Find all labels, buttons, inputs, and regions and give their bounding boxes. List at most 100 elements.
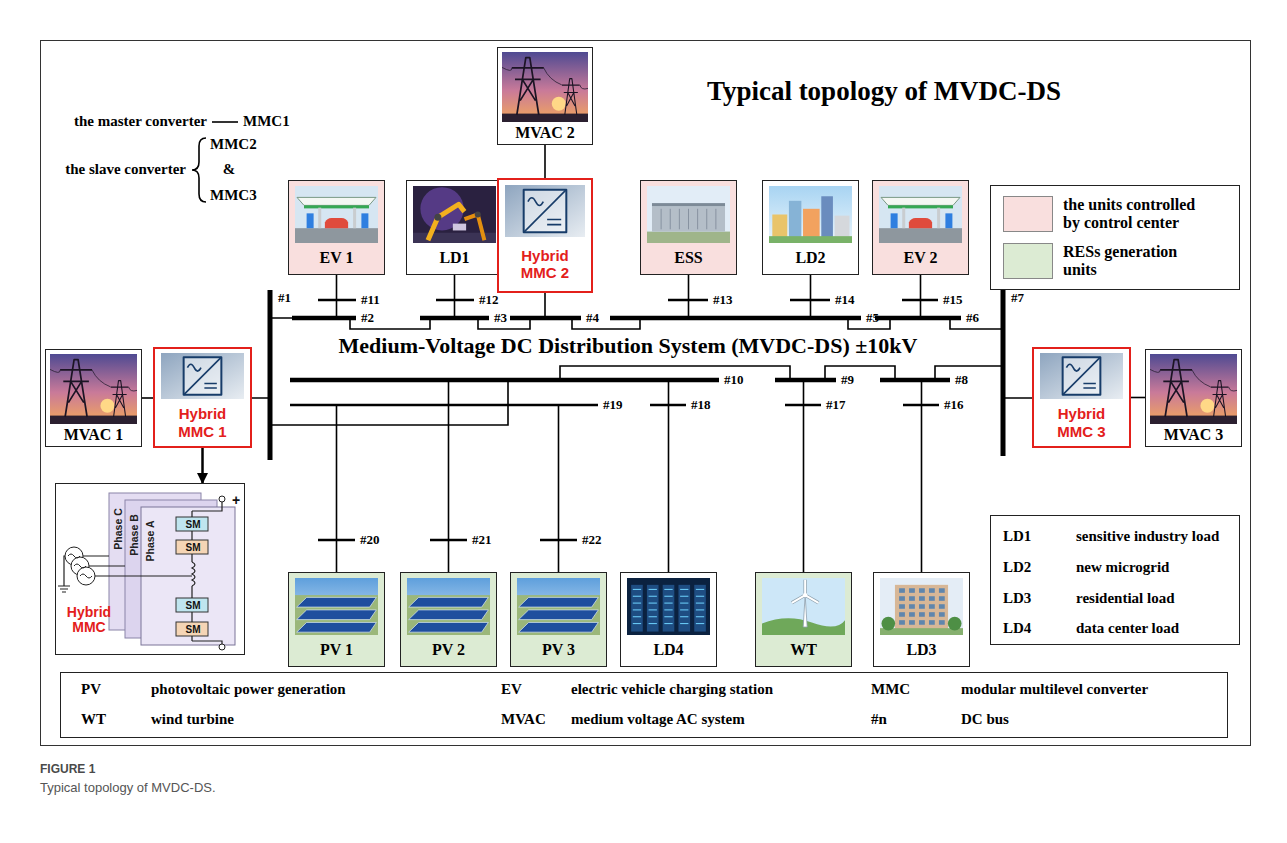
field <box>517 595 600 635</box>
unit-box: LD3 <box>873 572 970 667</box>
label-holder: #6 <box>966 311 979 326</box>
dc-bus-bar <box>290 318 961 380</box>
charger <box>307 213 314 228</box>
submodule-box <box>176 622 208 636</box>
transmission-tower <box>111 381 129 417</box>
abbreviation-text: DC bus <box>961 711 1009 728</box>
text-holder: data center load <box>1076 620 1179 637</box>
solar-panel-row <box>409 610 489 620</box>
sunset-sky <box>502 52 588 122</box>
window <box>899 604 905 609</box>
pv-picture <box>407 578 490 635</box>
unit-label: MVAC 3 <box>1164 426 1224 444</box>
text-holder: EV <box>501 681 522 698</box>
submodule-box <box>176 598 208 612</box>
turbine-blade <box>792 580 819 603</box>
bus-label: #13 <box>713 293 733 308</box>
tree <box>948 617 962 631</box>
tree <box>881 617 895 631</box>
system-name: Medium-Voltage DC Distribution System (M… <box>336 333 921 358</box>
tower-picture <box>50 354 137 424</box>
label-area: PV 3 <box>511 635 606 666</box>
label-holder: #18 <box>691 398 711 413</box>
unit-box: PV 3 <box>510 572 607 667</box>
converter-note: the master converter <box>74 113 207 130</box>
window <box>939 620 945 625</box>
label-holder: #14 <box>835 293 855 308</box>
ev-picture <box>295 186 378 243</box>
solar-panel-row <box>297 610 377 620</box>
lawn <box>880 628 963 635</box>
bus-label: #4 <box>586 311 599 326</box>
text-holder: LD3 <box>1003 590 1031 607</box>
abbreviation-text: EV <box>501 681 522 698</box>
field <box>295 595 378 635</box>
ev-picture <box>879 186 962 243</box>
window <box>939 596 945 601</box>
unit-label: PV 2 <box>432 641 465 659</box>
label-area: MVAC 2 <box>498 122 592 144</box>
canopy <box>881 197 960 205</box>
connector-line <box>544 145 546 178</box>
window <box>899 588 905 593</box>
sun <box>552 97 566 111</box>
ground <box>502 114 588 122</box>
key-text: new microgrid <box>1076 559 1169 576</box>
building <box>821 196 833 243</box>
unit-box: LD4 <box>620 572 717 667</box>
unit-label: ESS <box>674 249 702 267</box>
converter-symbol <box>1063 357 1101 395</box>
legend-box: the units controlled by control centerRE… <box>990 185 1240 290</box>
power-line <box>1150 369 1237 391</box>
key-box: LD1sensitive industry loadLD2new microgr… <box>990 515 1240 645</box>
server-rack <box>631 585 643 632</box>
sky <box>769 186 852 243</box>
legend-text: RESs generation units <box>1063 243 1213 280</box>
text-holder: LD1 <box>1003 528 1031 545</box>
converter-photo <box>161 353 244 399</box>
ac-wave <box>68 554 92 578</box>
text-holder: LD4 <box>1003 620 1031 637</box>
text-holder: Phase C <box>112 508 124 549</box>
converter-diagonal <box>184 357 222 395</box>
solar-panel-row <box>297 597 377 607</box>
bus-label: #1 <box>278 291 291 306</box>
key-text: LD3 <box>1003 590 1031 607</box>
transmission-tower <box>512 58 544 115</box>
label-area: MVAC 1 <box>46 424 141 446</box>
bus-label: #10 <box>724 373 744 388</box>
unit-box: PV 1 <box>288 572 385 667</box>
label-holder: the slave converter <box>65 161 186 178</box>
rack-lights <box>633 589 704 623</box>
label-holder: MMC2 <box>210 136 257 153</box>
text-holder: modular multilevel converter <box>961 681 1148 698</box>
window <box>919 596 925 601</box>
ac-wave <box>187 364 201 371</box>
transmission-tower <box>562 79 580 115</box>
unit-box: WT <box>755 572 852 667</box>
converter-name: & <box>223 161 236 178</box>
solar-panel-row <box>519 622 599 632</box>
window <box>899 620 905 625</box>
ess-picture <box>647 186 730 243</box>
window <box>929 620 935 625</box>
window <box>909 612 915 617</box>
bus-label: #18 <box>691 398 711 413</box>
window <box>899 596 905 601</box>
solar-panel-row <box>409 597 489 607</box>
submodule-box <box>176 517 208 531</box>
dc-bars <box>547 220 561 225</box>
power-line <box>50 369 137 391</box>
turbine-blade <box>792 580 819 603</box>
label-area: LD4 <box>621 635 716 666</box>
schematic-label: SM <box>186 519 201 531</box>
label-holder: MMC3 <box>210 187 257 204</box>
bus-label: #2 <box>361 311 374 326</box>
converter-box: Hybrid MMC 1 <box>153 347 252 448</box>
converter-photo <box>1040 353 1123 399</box>
unit-box: EV 2 <box>872 180 969 275</box>
hybrid-mmc-schematic <box>58 493 235 650</box>
label-holder: #16 <box>944 398 964 413</box>
label-holder: #7 <box>1011 291 1024 306</box>
schematic-label: SM <box>186 624 201 636</box>
